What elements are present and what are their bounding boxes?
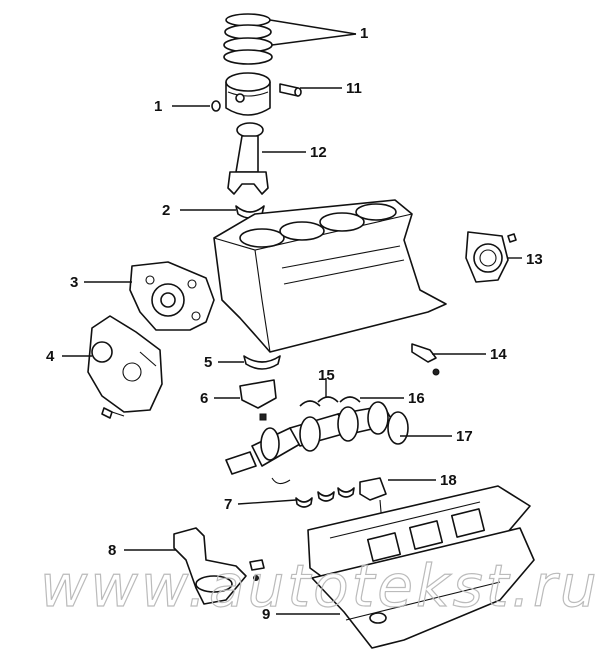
thrust-washers [299,396,361,407]
oil-nozzle [411,343,440,376]
callouts: 1 1 11 12 2 3 13 4 14 5 15 6 16 17 18 7 … [46,25,543,623]
piston-pin [279,83,302,97]
piston [225,72,271,116]
callout-11: 11 [346,80,362,97]
piston-rings [223,13,273,65]
callout-1-rings: 1 [360,25,368,42]
callout-12: 12 [310,144,327,161]
crankshaft [225,401,409,485]
callout-3: 3 [70,274,78,291]
cylinder-block [213,199,447,353]
callout-17: 17 [456,428,473,445]
callout-9: 9 [262,606,270,623]
callout-2: 2 [162,202,170,219]
callout-15: 15 [318,367,335,384]
callout-5: 5 [204,354,212,371]
snap-ring [211,100,221,112]
callout-8: 8 [108,542,116,559]
oil-strainer [173,527,265,605]
oil-pump-cover [129,261,215,331]
main-bearings-lower [295,487,355,508]
oil-pan [307,485,535,649]
callout-18: 18 [440,472,457,489]
water-pump [87,315,163,419]
callout-1-snap-ring: 1 [154,98,162,115]
callout-4: 4 [46,348,55,365]
callout-13: 13 [526,251,543,268]
callout-7: 7 [224,496,232,513]
main-bearing-upper [243,355,281,370]
callout-6: 6 [200,390,208,407]
callout-14: 14 [490,346,507,363]
main-bearing-cap [239,379,277,421]
rear-oil-seal-retainer [465,231,517,283]
connecting-rod [227,122,269,195]
leader-lines [62,19,522,615]
watermark: www.autotekst.ru [40,552,600,620]
callout-16: 16 [408,390,425,407]
